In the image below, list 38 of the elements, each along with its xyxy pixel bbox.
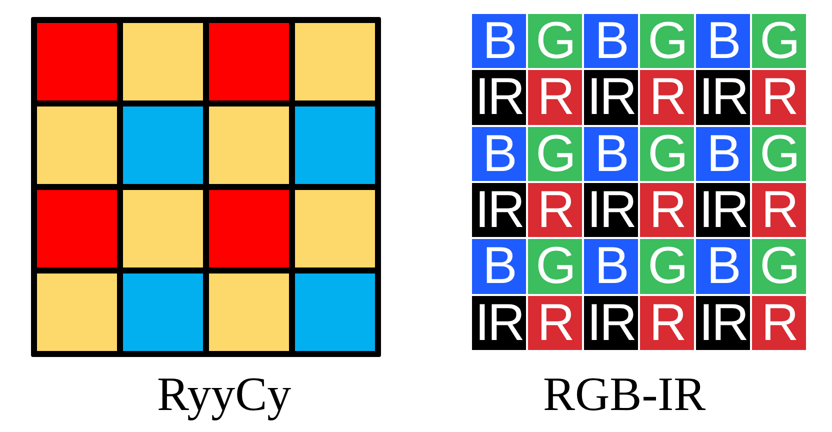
pixel-filter: IR bbox=[472, 296, 526, 350]
pixel-filter: G bbox=[640, 14, 694, 68]
pixel-filter: B bbox=[696, 239, 750, 294]
pixel-filter: G bbox=[752, 239, 806, 294]
pixel-filter: IR bbox=[472, 70, 526, 125]
pixel-filter: R bbox=[640, 70, 694, 125]
pattern-caption: RyyCy bbox=[157, 368, 292, 422]
pixel-filter: R bbox=[528, 296, 582, 350]
pixel-filter: R bbox=[752, 296, 806, 350]
pixel-filter: B bbox=[472, 239, 526, 294]
pixel-filter: B bbox=[584, 126, 638, 181]
pixel-filter: B bbox=[472, 14, 526, 68]
pixel-filter: B bbox=[584, 239, 638, 294]
pixel-filter: B bbox=[696, 14, 750, 68]
pixel-filter: G bbox=[528, 239, 582, 294]
pixel-filter: B bbox=[696, 126, 750, 181]
pixel-filter: G bbox=[640, 126, 694, 181]
pixel-filter: G bbox=[528, 126, 582, 181]
pixel-filter: IR bbox=[696, 182, 750, 238]
pixel-filter: R bbox=[528, 182, 582, 238]
pixel-filter: R bbox=[752, 70, 806, 125]
pixel-filter: IR bbox=[584, 70, 638, 125]
pixel-filter: G bbox=[752, 126, 806, 181]
pixel-filter: IR bbox=[584, 296, 638, 350]
pixel-filter: G bbox=[752, 14, 806, 68]
pixel-filter: G bbox=[640, 239, 694, 294]
pixel-filter: IR bbox=[584, 182, 638, 238]
pixel-filter: IR bbox=[472, 182, 526, 238]
pixel-filter: R bbox=[640, 182, 694, 238]
pixel-filter: IR bbox=[696, 70, 750, 125]
pixel-filter: G bbox=[528, 14, 582, 68]
pixel-filter: R bbox=[752, 182, 806, 238]
pixel-filter: R bbox=[528, 70, 582, 125]
pixel-filter: B bbox=[472, 126, 526, 181]
pixel-filter: IR bbox=[696, 296, 750, 350]
pixel-filter: R bbox=[640, 296, 694, 350]
pattern-caption: RGB-IR bbox=[543, 368, 706, 422]
pixel-filter: B bbox=[584, 14, 638, 68]
